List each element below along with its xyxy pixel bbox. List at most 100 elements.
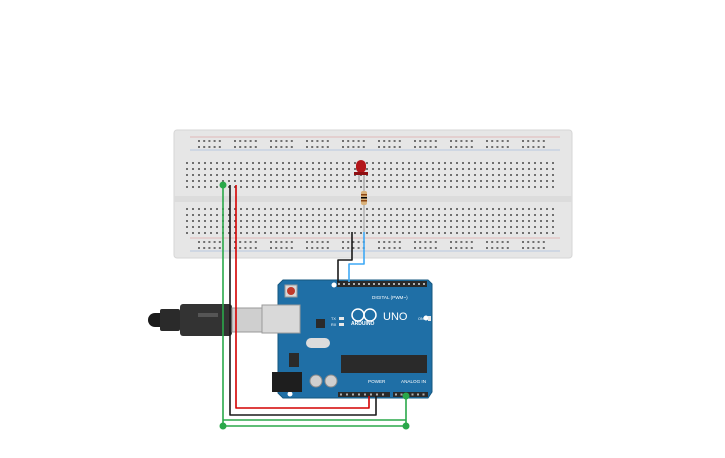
- breadboard-hole: [192, 180, 194, 182]
- wire-joint[interactable]: [402, 422, 410, 430]
- header-pin[interactable]: [363, 283, 365, 285]
- header-pin[interactable]: [413, 283, 415, 285]
- header-pin[interactable]: [398, 283, 400, 285]
- header-pin[interactable]: [411, 393, 414, 396]
- breadboard-hole: [186, 226, 188, 228]
- header-pin[interactable]: [417, 393, 419, 396]
- header-pin[interactable]: [423, 283, 425, 285]
- breadboard-hole: [366, 180, 368, 182]
- header-pin[interactable]: [403, 283, 405, 285]
- breadboard-hole: [252, 226, 254, 228]
- header-pin[interactable]: [343, 283, 345, 285]
- wire-blue-signal[interactable]: [348, 232, 365, 282]
- red-led[interactable]: [354, 160, 368, 188]
- breadboard-hole: [438, 174, 440, 176]
- header-pin[interactable]: [348, 283, 350, 285]
- header-pin[interactable]: [373, 283, 375, 285]
- arduino-uno-board[interactable]: DIGITAL (PWM~) ARDUINO UNO TX RX ON POWE…: [261, 279, 433, 399]
- header-pin[interactable]: [340, 393, 342, 396]
- wire-green-analog[interactable]: [222, 185, 407, 427]
- header-pin[interactable]: [408, 283, 410, 285]
- resistor[interactable]: [361, 188, 367, 232]
- header-pin[interactable]: [352, 393, 354, 396]
- breadboard-hole: [414, 186, 416, 188]
- breadboard-hole: [402, 186, 404, 188]
- reset-button[interactable]: [287, 287, 295, 295]
- wire-black-led-gnd[interactable]: [337, 232, 353, 282]
- breadboard-hole: [434, 241, 437, 243]
- breadboard-hole: [491, 241, 494, 243]
- wire-red-5v[interactable]: [235, 185, 370, 409]
- header-pin[interactable]: [388, 283, 390, 285]
- breadboard-hole: [516, 168, 518, 170]
- header-pin[interactable]: [346, 393, 348, 396]
- breadboard-hole: [204, 226, 206, 228]
- breadboard-hole: [186, 214, 188, 216]
- breadboard-hole: [408, 226, 410, 228]
- breadboard-hole: [239, 241, 242, 243]
- breadboard[interactable]: [173, 129, 573, 259]
- breadboard-hole: [312, 162, 314, 164]
- header-pin[interactable]: [393, 283, 395, 285]
- breadboard-hole: [276, 226, 278, 228]
- breadboard-hole: [426, 214, 428, 216]
- breadboard-hole: [264, 186, 266, 188]
- header-pin[interactable]: [395, 393, 397, 396]
- breadboard-hole: [486, 214, 488, 216]
- breadboard-hole: [372, 186, 374, 188]
- header-pin[interactable]: [338, 283, 340, 285]
- breadboard-hole: [326, 241, 329, 243]
- wire-joint[interactable]: [402, 392, 410, 400]
- header-pin[interactable]: [368, 283, 370, 285]
- breadboard-hole: [540, 220, 542, 222]
- header-pin[interactable]: [383, 283, 385, 285]
- breadboard-hole: [203, 146, 206, 148]
- breadboard-hole: [419, 241, 422, 243]
- header-pin[interactable]: [358, 283, 360, 285]
- header-pin[interactable]: [358, 393, 360, 396]
- breadboard-hole: [402, 226, 404, 228]
- breadboard-hole: [270, 220, 272, 222]
- breadboard-hole: [546, 226, 548, 228]
- breadboard-hole: [258, 208, 260, 210]
- breadboard-hole: [312, 208, 314, 210]
- header-pin[interactable]: [422, 393, 425, 396]
- header-pin[interactable]: [353, 283, 355, 285]
- breadboard-hole: [246, 162, 248, 164]
- breadboard-hole: [366, 186, 368, 188]
- breadboard-hole: [396, 208, 398, 210]
- breadboard-hole: [546, 174, 548, 176]
- breadboard-hole: [527, 241, 530, 243]
- header-pin[interactable]: [370, 393, 372, 396]
- header-pin[interactable]: [382, 393, 384, 396]
- breadboard-hole: [456, 186, 458, 188]
- breadboard-hole: [288, 208, 290, 210]
- header-pin[interactable]: [418, 283, 420, 285]
- breadboard-hole: [516, 226, 518, 228]
- breadboard-hole: [246, 214, 248, 216]
- breadboard-hole: [306, 220, 308, 222]
- breadboard-hole: [432, 214, 434, 216]
- breadboard-hole: [390, 208, 392, 210]
- wire-joint[interactable]: [219, 422, 227, 430]
- arduino-brand-text: ARDUINO: [351, 321, 374, 327]
- breadboard-hole: [498, 186, 500, 188]
- breadboard-hole: [378, 232, 380, 234]
- breadboard-hole: [384, 162, 386, 164]
- breadboard-hole: [372, 162, 374, 164]
- breadboard-hole: [498, 220, 500, 222]
- breadboard-hole: [326, 146, 329, 148]
- wire-black-gnd[interactable]: [229, 185, 377, 416]
- breadboard-hole: [234, 226, 236, 228]
- breadboard-hole: [546, 180, 548, 182]
- header-pin[interactable]: [364, 393, 366, 396]
- wire-joint[interactable]: [219, 181, 227, 189]
- header-pin[interactable]: [378, 283, 380, 285]
- breadboard-hole: [280, 146, 283, 148]
- header-pin[interactable]: [400, 393, 403, 396]
- breadboard-hole: [330, 180, 332, 182]
- breadboard-hole: [496, 247, 499, 249]
- breadboard-hole: [510, 226, 512, 228]
- header-pin[interactable]: [376, 393, 378, 396]
